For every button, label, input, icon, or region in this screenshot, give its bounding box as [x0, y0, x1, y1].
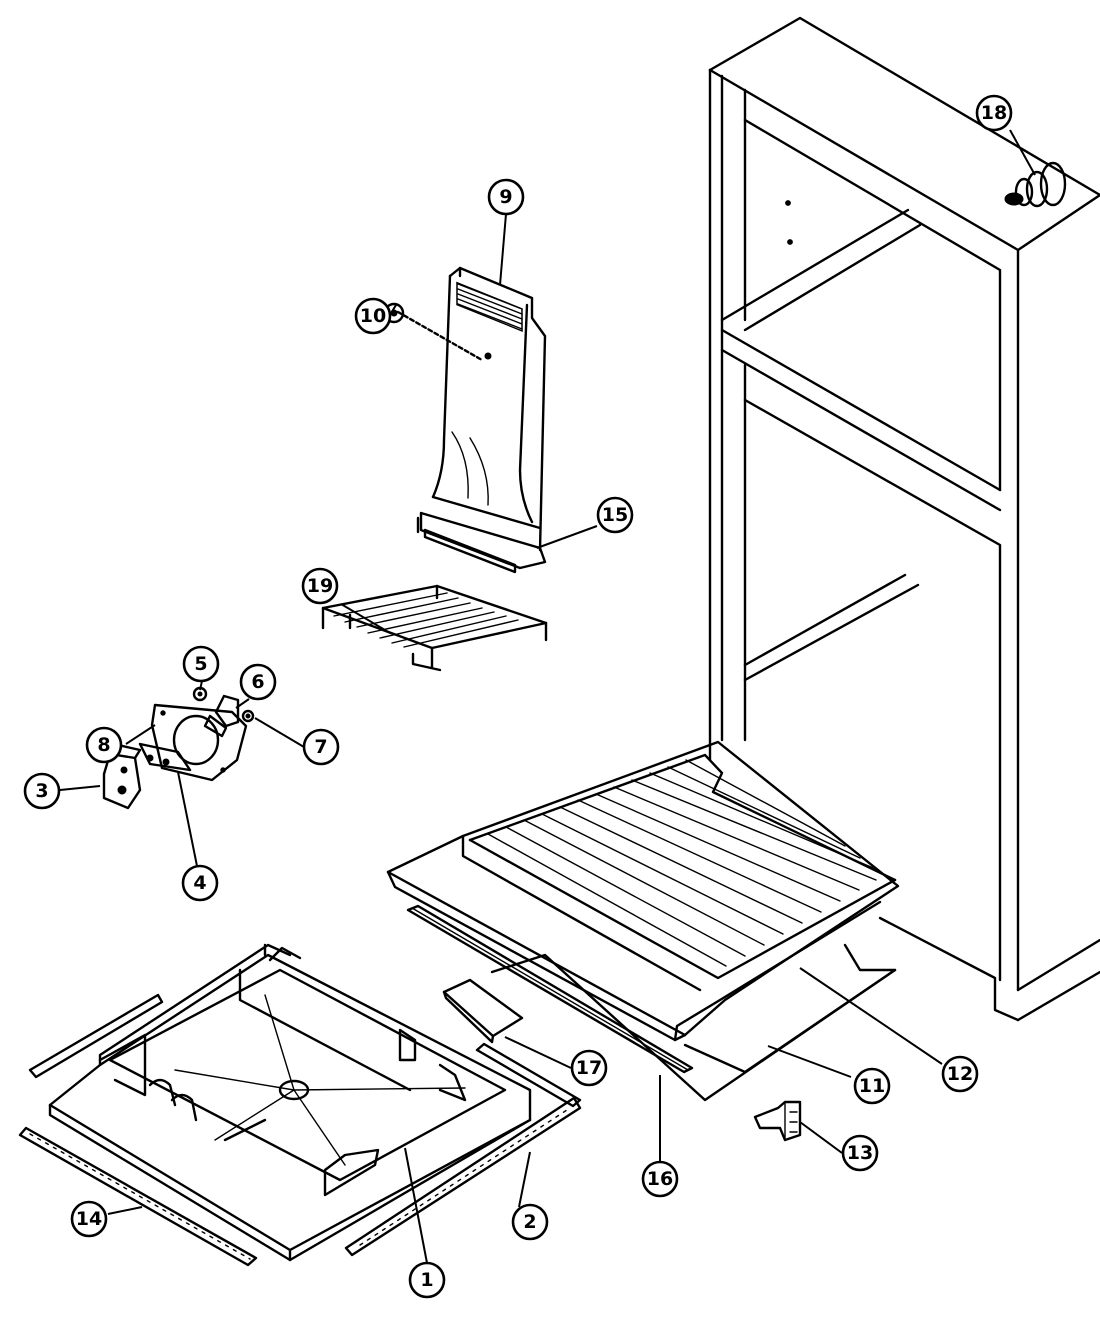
callout-3: 3 [23, 772, 61, 810]
part-19-wire-shelf [321, 584, 548, 672]
part-16-trim [406, 904, 694, 1074]
callout-15-label: 15 [602, 504, 628, 526]
side-rail-left [28, 993, 164, 1079]
refrigerator-cabinet [708, 16, 1100, 1022]
side-rail-center [475, 1042, 582, 1108]
part-15-duct-seal [423, 528, 517, 574]
part-17-divider [442, 978, 524, 1044]
callout-1-label: 1 [420, 1269, 433, 1291]
callout-17: 17 [570, 1049, 608, 1087]
callout-12-label: 12 [947, 1063, 973, 1085]
callout-8-label: 8 [97, 734, 110, 756]
part-1-crisper-pan [48, 943, 532, 1262]
part-7-screw [241, 709, 255, 723]
callout-3-label: 3 [35, 780, 48, 802]
callout-7-label: 7 [314, 736, 327, 758]
callout-16: 16 [641, 1160, 679, 1198]
callout-17-label: 17 [576, 1057, 602, 1079]
callout-4: 4 [181, 864, 219, 902]
callout-11: 11 [853, 1067, 891, 1105]
part-11-glass-insert [490, 943, 897, 1102]
callout-14: 14 [70, 1200, 108, 1238]
callout-9: 9 [487, 178, 525, 216]
callout-8: 8 [85, 726, 123, 764]
callout-10: 10 [354, 297, 392, 335]
callout-7: 7 [302, 728, 340, 766]
part-6-clip [203, 694, 240, 738]
part-8-control-bracket [150, 703, 248, 782]
callout-9-label: 9 [499, 186, 512, 208]
callout-4-label: 4 [193, 872, 206, 894]
callout-19: 19 [301, 567, 339, 605]
callout-10-label: 10 [360, 305, 386, 327]
callout-6: 6 [239, 663, 277, 701]
callout-2-label: 2 [523, 1211, 536, 1233]
part-14-slide-rail [18, 1126, 258, 1267]
callout-12: 12 [941, 1055, 979, 1093]
part-4-control-mount [138, 742, 192, 772]
crisper-cover-ribs [487, 759, 879, 967]
part-5-screw [192, 686, 208, 702]
callout-1: 1 [408, 1261, 446, 1299]
callout-19-label: 19 [307, 575, 333, 597]
callout-18: 18 [975, 94, 1013, 132]
callout-2: 2 [511, 1203, 549, 1241]
part-18-light-socket [1004, 161, 1067, 208]
callout-16-label: 16 [647, 1168, 673, 1190]
callout-5-label: 5 [194, 653, 207, 675]
part-10-screw [383, 302, 484, 362]
leader-lines [59, 129, 1036, 1264]
part-13-bracket [753, 1100, 802, 1142]
callout-11-label: 11 [859, 1075, 885, 1097]
vent-grille-slots [457, 283, 523, 330]
callout-13-label: 13 [847, 1142, 873, 1164]
callout-6-label: 6 [251, 671, 264, 693]
callout-5: 5 [182, 645, 220, 683]
part-9-air-duct [416, 266, 547, 570]
part-2-slide-rail [344, 1096, 582, 1257]
callout-18-label: 18 [981, 102, 1007, 124]
part-12-crisper-cover [386, 740, 900, 1042]
callout-13: 13 [841, 1134, 879, 1172]
callout-14-label: 14 [76, 1208, 102, 1230]
callout-15: 15 [596, 496, 634, 534]
